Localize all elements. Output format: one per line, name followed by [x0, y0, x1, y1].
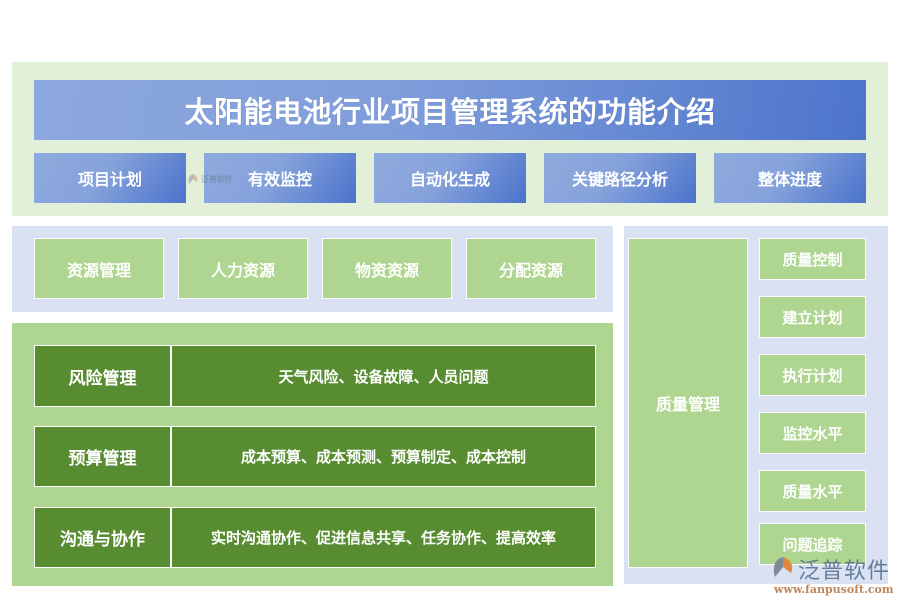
quality-control: 质量控制 — [759, 238, 866, 280]
quality-management: 质量管理 — [628, 238, 748, 568]
feature-effective-monitoring: 有效监控 — [204, 153, 356, 203]
quality-level: 质量水平 — [759, 470, 866, 512]
watermark-url: www.fanpusoft.com — [774, 583, 894, 596]
feature-critical-path: 关键路径分析 — [544, 153, 696, 203]
resource-allocation: 分配资源 — [466, 238, 596, 299]
fanpu-leaf-logo-icon — [187, 170, 199, 189]
risk-management-label: 风险管理 — [34, 345, 171, 407]
resource-management: 资源管理 — [34, 238, 164, 299]
resource-material: 物资资源 — [322, 238, 452, 299]
communication-desc: 实时沟通协作、促进信息共享、任务协作、提高效率 — [171, 507, 596, 568]
communication-label: 沟通与协作 — [34, 507, 171, 568]
fanpu-leaf-logo-icon — [770, 555, 796, 583]
feature-auto-generation: 自动化生成 — [374, 153, 526, 203]
page-title: 太阳能电池行业项目管理系统的功能介绍 — [34, 80, 866, 140]
quality-issue-tracking: 问题追踪 — [759, 523, 866, 565]
risk-management-desc: 天气风险、设备故障、人员问题 — [171, 345, 596, 407]
budget-management-label: 预算管理 — [34, 426, 171, 487]
watermark-small: 泛普软件 — [187, 170, 233, 189]
watermark-brand: 泛普软件 — [798, 559, 891, 584]
feature-project-plan: 项目计划 — [34, 153, 186, 203]
feature-overall-progress: 整体进度 — [714, 153, 866, 203]
quality-execute-plan: 执行计划 — [759, 354, 866, 396]
quality-establish-plan: 建立计划 — [759, 296, 866, 338]
resource-human: 人力资源 — [178, 238, 308, 299]
budget-management-desc: 成本预算、成本预测、预算制定、成本控制 — [171, 426, 596, 487]
watermark-brand-small: 泛普软件 — [201, 175, 233, 184]
watermark: 泛普软件 www.fanpusoft.com — [770, 553, 894, 596]
quality-monitor-level: 监控水平 — [759, 412, 866, 454]
